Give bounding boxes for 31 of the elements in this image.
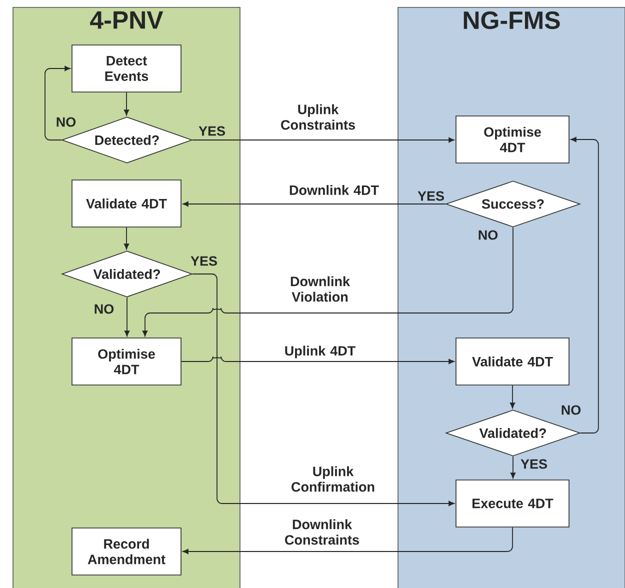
- process-box: Detect Events: [72, 44, 182, 92]
- edge-label: YES: [520, 459, 547, 469]
- process-box: Optimise 4DT: [72, 338, 182, 386]
- edge-label: Uplink 4DT: [285, 346, 356, 358]
- arrow: [510, 384, 516, 408]
- process-box: Validate 4DT: [72, 180, 182, 228]
- arrow: [124, 296, 130, 336]
- arrow: [192, 137, 454, 143]
- arrow: [124, 226, 130, 250]
- process-box: Record Amendment: [72, 528, 182, 576]
- arrow: [192, 274, 454, 506]
- branch-label: YES: [198, 126, 225, 136]
- arrow: [124, 92, 130, 116]
- edge-label: Uplink Confirmation: [292, 466, 374, 492]
- arrow: [570, 136, 599, 434]
- edge-label: Downlink Violation: [290, 276, 350, 302]
- arrow: [182, 201, 446, 207]
- branch-label: YES: [190, 256, 217, 266]
- edge-label: Downlink 4DT: [290, 185, 379, 195]
- process-box: Validate 4DT: [456, 338, 570, 386]
- arrow: [180, 356, 454, 364]
- edge-label: NO: [94, 304, 114, 314]
- process-box: Optimise 4DT: [456, 116, 570, 164]
- edge-label: Downlink Constraints: [285, 519, 359, 545]
- arrow: [142, 226, 514, 336]
- arrow: [510, 456, 516, 478]
- branch-label: YES: [418, 191, 444, 201]
- edge-label: Uplink Constraints: [281, 104, 355, 130]
- process-box: Execute 4DT: [456, 480, 570, 528]
- arrow: [44, 66, 70, 140]
- arrow: [182, 526, 513, 554]
